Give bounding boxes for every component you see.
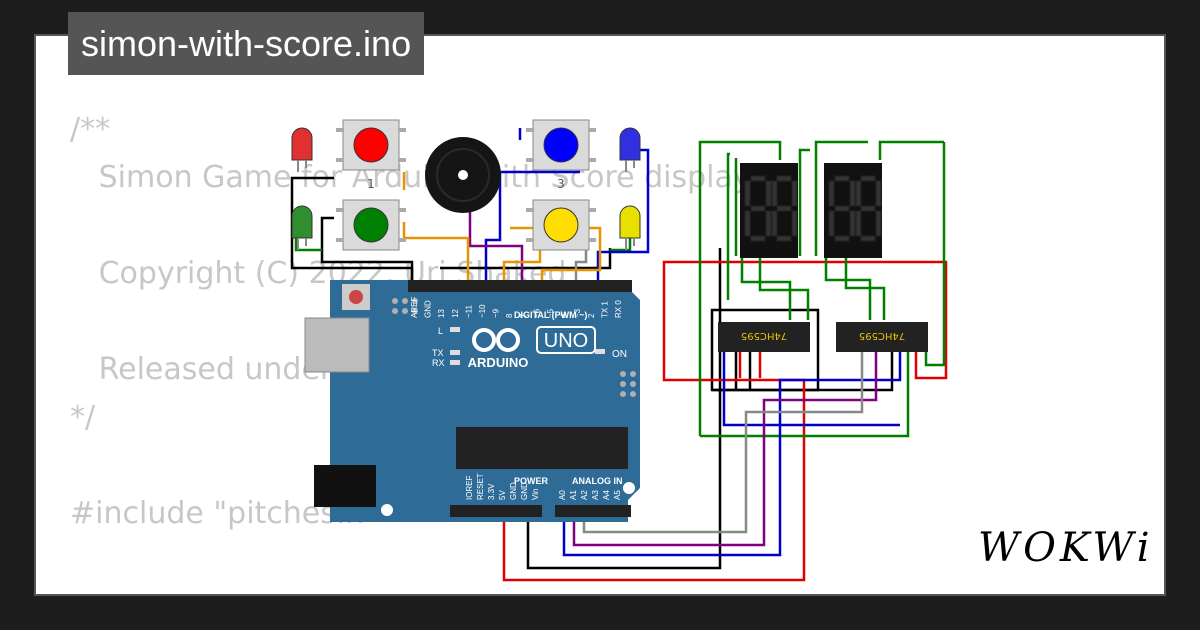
- pin-label: TX 1: [600, 301, 609, 318]
- power-jack: [314, 465, 376, 507]
- pin-label: A5: [613, 490, 622, 500]
- button-4[interactable]: [526, 199, 596, 251]
- pin-label: RX 0: [614, 300, 623, 318]
- led-yellow: [619, 205, 641, 250]
- pin-label: ~10: [478, 304, 487, 318]
- pin-label: A2: [580, 490, 589, 500]
- analog-header-label: ANALOG IN: [572, 476, 623, 486]
- usb-port: [304, 317, 370, 373]
- on-label: ON: [612, 349, 627, 360]
- pin-label: RESET: [476, 473, 485, 500]
- uno-model-label: UNO: [544, 330, 588, 352]
- pin-label: Vin: [531, 489, 540, 500]
- seven-segment-display-2: [824, 163, 882, 258]
- led-blue: [619, 127, 641, 172]
- svg-text:TX: TX: [432, 348, 444, 358]
- reset-button-cap[interactable]: [349, 290, 363, 304]
- pin-label: ~9: [492, 308, 501, 318]
- digital-header-label: DIGITAL (PWM ~): [514, 310, 587, 320]
- pin-label: 5V: [498, 490, 507, 500]
- pin-label: A0: [558, 490, 567, 500]
- arduino-logo-text: ARDUINO: [468, 355, 529, 370]
- pin-label: GND: [424, 300, 433, 318]
- led-red: [291, 127, 313, 172]
- pin-label: 2: [587, 313, 596, 318]
- power-header-label: POWER: [514, 476, 549, 486]
- pin-label: IOREF: [465, 475, 474, 500]
- wires: [290, 128, 948, 582]
- wokwi-logo: WOKWi: [978, 525, 1154, 571]
- svg-text:74HC595: 74HC595: [859, 330, 905, 341]
- svg-text:3: 3: [557, 177, 565, 191]
- svg-text:1: 1: [367, 177, 375, 191]
- pin-label: 3.3V: [487, 483, 496, 500]
- pin-label: 8: [505, 313, 514, 318]
- button-3[interactable]: 3: [526, 119, 596, 191]
- pin-label: GND: [520, 482, 529, 500]
- button-1[interactable]: 1: [336, 119, 406, 191]
- svg-text:74HC595: 74HC595: [741, 330, 787, 341]
- shift-register-2: 74HC595: [836, 322, 928, 352]
- pin-label: A1: [569, 490, 578, 500]
- pin-label: 4: [560, 313, 569, 318]
- arduino-uno-board: ARDUINO UNO ON L TX RX DIGITAL (PWM ~) A…: [304, 280, 640, 522]
- pin-label: ~11: [464, 304, 473, 318]
- pin-label: AREF: [410, 297, 419, 318]
- svg-text:RX: RX: [432, 358, 445, 368]
- svg-text:L: L: [438, 326, 443, 336]
- buzzer: [425, 137, 501, 213]
- project-title: simon-with-score.ino: [68, 12, 425, 75]
- pin-label: ~3: [573, 308, 582, 318]
- led-green: [291, 205, 313, 250]
- pin-label: A4: [602, 490, 611, 500]
- pin-label: GND: [509, 482, 518, 500]
- pin-label: A3: [591, 490, 600, 500]
- pin-label: ~6: [532, 308, 541, 318]
- pin-label: 7: [519, 313, 528, 318]
- seven-segment-display-1: [740, 163, 798, 258]
- button-2[interactable]: [336, 199, 406, 251]
- shift-register-1: 74HC595: [718, 322, 810, 352]
- pin-label: 12: [451, 309, 460, 318]
- pin-label: ~5: [546, 308, 555, 318]
- pin-label: 13: [437, 309, 446, 318]
